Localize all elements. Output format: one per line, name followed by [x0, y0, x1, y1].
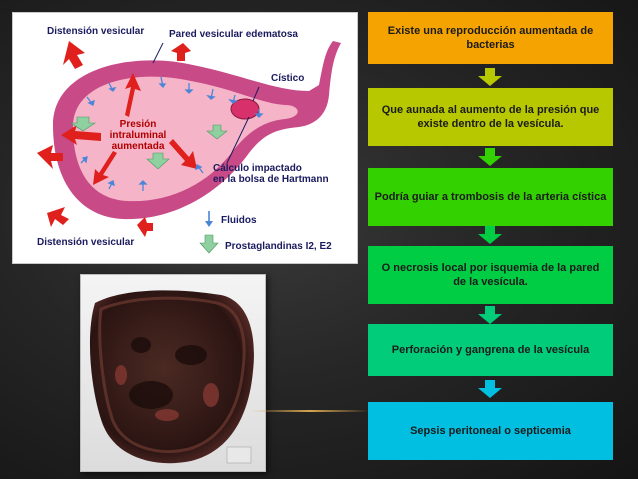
- gallbladder-illustration: [37, 41, 341, 254]
- flow-step-5: Perforación y gangrena de la vesícula: [368, 324, 613, 376]
- flow-arrow-2-icon: [478, 148, 502, 166]
- specimen-tag: [226, 446, 252, 464]
- flow-arrow-5-icon: [478, 380, 502, 398]
- flow-arrow-1-icon: [478, 68, 502, 86]
- prostaglandin-arrows: [70, 116, 228, 170]
- label-calculo-line2: en la bolsa de Hartmann: [213, 174, 329, 185]
- label-cistico: Cístico: [271, 73, 305, 84]
- flow-step-3: Podría guiar a trombosis de la arteria c…: [368, 168, 613, 226]
- leader-lines: [152, 42, 260, 164]
- legend-prostaglandinas-label: Prostaglandinas I2, E2: [225, 241, 332, 252]
- flow-step-6: Sepsis peritoneal o septicemia: [368, 402, 613, 460]
- label-presion-line2: intraluminal: [109, 130, 167, 141]
- label-presion-line1: Presión: [119, 119, 157, 130]
- gallbladder-specimen-photo: [80, 274, 266, 472]
- label-calculo: Cálculo impactado en la bolsa de Hartman…: [213, 163, 329, 185]
- flow-step-1: Existe una reproducción aumentada de bac…: [368, 12, 613, 64]
- label-presion-line3: aumentada: [111, 141, 165, 152]
- flow-step-4: O necrosis local por isquemia de la pare…: [368, 246, 613, 304]
- flow-arrow-3-icon: [478, 226, 502, 244]
- specimen-image: [89, 290, 254, 464]
- gallbladder-diagram: Distensión vesicular Pared vesicular ede…: [12, 12, 358, 264]
- label-distension-bottom: Distensión vesicular: [37, 237, 135, 248]
- specimen-tissue: [89, 290, 254, 464]
- flow-step-2: Que aunada al aumento de la presión que …: [368, 88, 613, 146]
- specimen-necrotic-spots: [129, 337, 207, 409]
- label-pared-edematosa: Pared vesicular edematosa: [169, 29, 298, 40]
- fluid-arrows: [80, 76, 264, 191]
- label-distension-top: Distensión vesicular: [47, 26, 145, 37]
- decorative-divider: [250, 410, 370, 412]
- flow-arrow-4-icon: [478, 306, 502, 324]
- legend-prostaglandinas-icon: [199, 234, 219, 254]
- legend-fluidos-label: Fluidos: [221, 215, 257, 226]
- label-presion: Presión intraluminal aumentada: [107, 119, 169, 152]
- legend-fluidos-icon: [205, 211, 213, 227]
- label-calculo-line1: Cálculo impactado: [213, 163, 302, 174]
- distension-arrows: [37, 41, 197, 237]
